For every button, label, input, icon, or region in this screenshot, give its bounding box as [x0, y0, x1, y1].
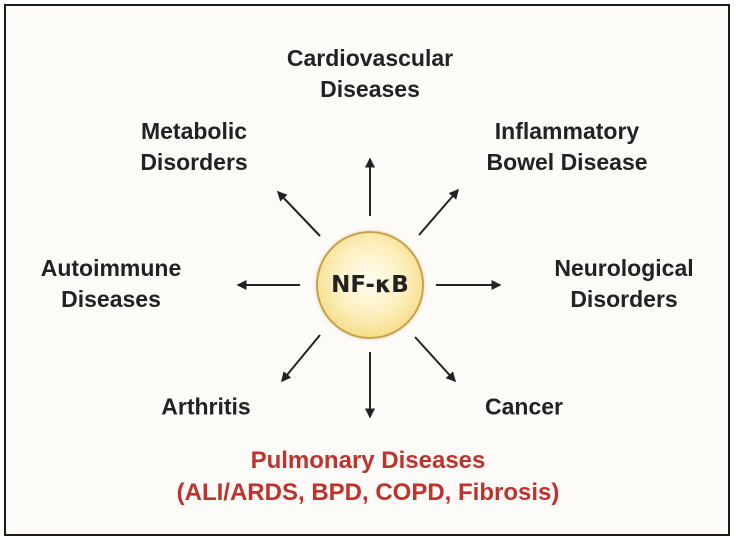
outcome-cancer: Cancer	[485, 392, 563, 423]
arrow-to-metabolic	[276, 190, 321, 237]
outcome-pulmonary-diseases: Pulmonary Diseases (ALI/ARDS, BPD, COPD,…	[177, 445, 560, 509]
outcome-metabolic-disorders: Metabolic Disorders	[140, 116, 247, 178]
arrow-to-ibd	[418, 188, 459, 236]
outcome-neurological-line2: Disorders	[570, 286, 678, 312]
outcome-cancer-line1: Cancer	[485, 393, 563, 420]
outcome-ibd-line1: Inflammatory	[494, 118, 640, 144]
nf-kb-node: NF-κB	[316, 231, 424, 339]
outcome-cardiovascular-diseases: Cardiovascular Diseases	[287, 43, 453, 105]
arrow-to-arthritis	[281, 334, 321, 383]
outcome-autoimmune-line1: Autoimmune	[40, 255, 182, 281]
nf-kb-label: NF-κB	[331, 272, 409, 298]
outcome-cardiovascular-line2: Diseases	[320, 76, 420, 102]
outcome-autoimmune-line2: Diseases	[61, 286, 161, 312]
outcome-neurological-line1: Neurological	[554, 255, 694, 281]
outcome-ibd-line2: Bowel Disease	[486, 149, 648, 175]
outcome-metabolic-line1: Metabolic	[140, 118, 248, 144]
outcome-neurological-disorders: Neurological Disorders	[554, 253, 693, 315]
outcome-pulmonary-line2: (ALI/ARDS, BPD, COPD, Fibrosis)	[176, 479, 560, 506]
outcome-arthritis: Arthritis	[161, 392, 250, 423]
outcome-pulmonary-line1: Pulmonary Diseases	[250, 447, 486, 474]
outcome-autoimmune-diseases: Autoimmune Diseases	[41, 253, 182, 315]
outcome-metabolic-line2: Disorders	[140, 149, 248, 175]
outcome-cardiovascular-line1: Cardiovascular	[286, 45, 454, 71]
outcome-arthritis-line1: Arthritis	[161, 393, 251, 420]
outcome-inflammatory-bowel-disease: Inflammatory Bowel Disease	[486, 116, 647, 178]
arrow-to-cancer	[414, 336, 457, 383]
